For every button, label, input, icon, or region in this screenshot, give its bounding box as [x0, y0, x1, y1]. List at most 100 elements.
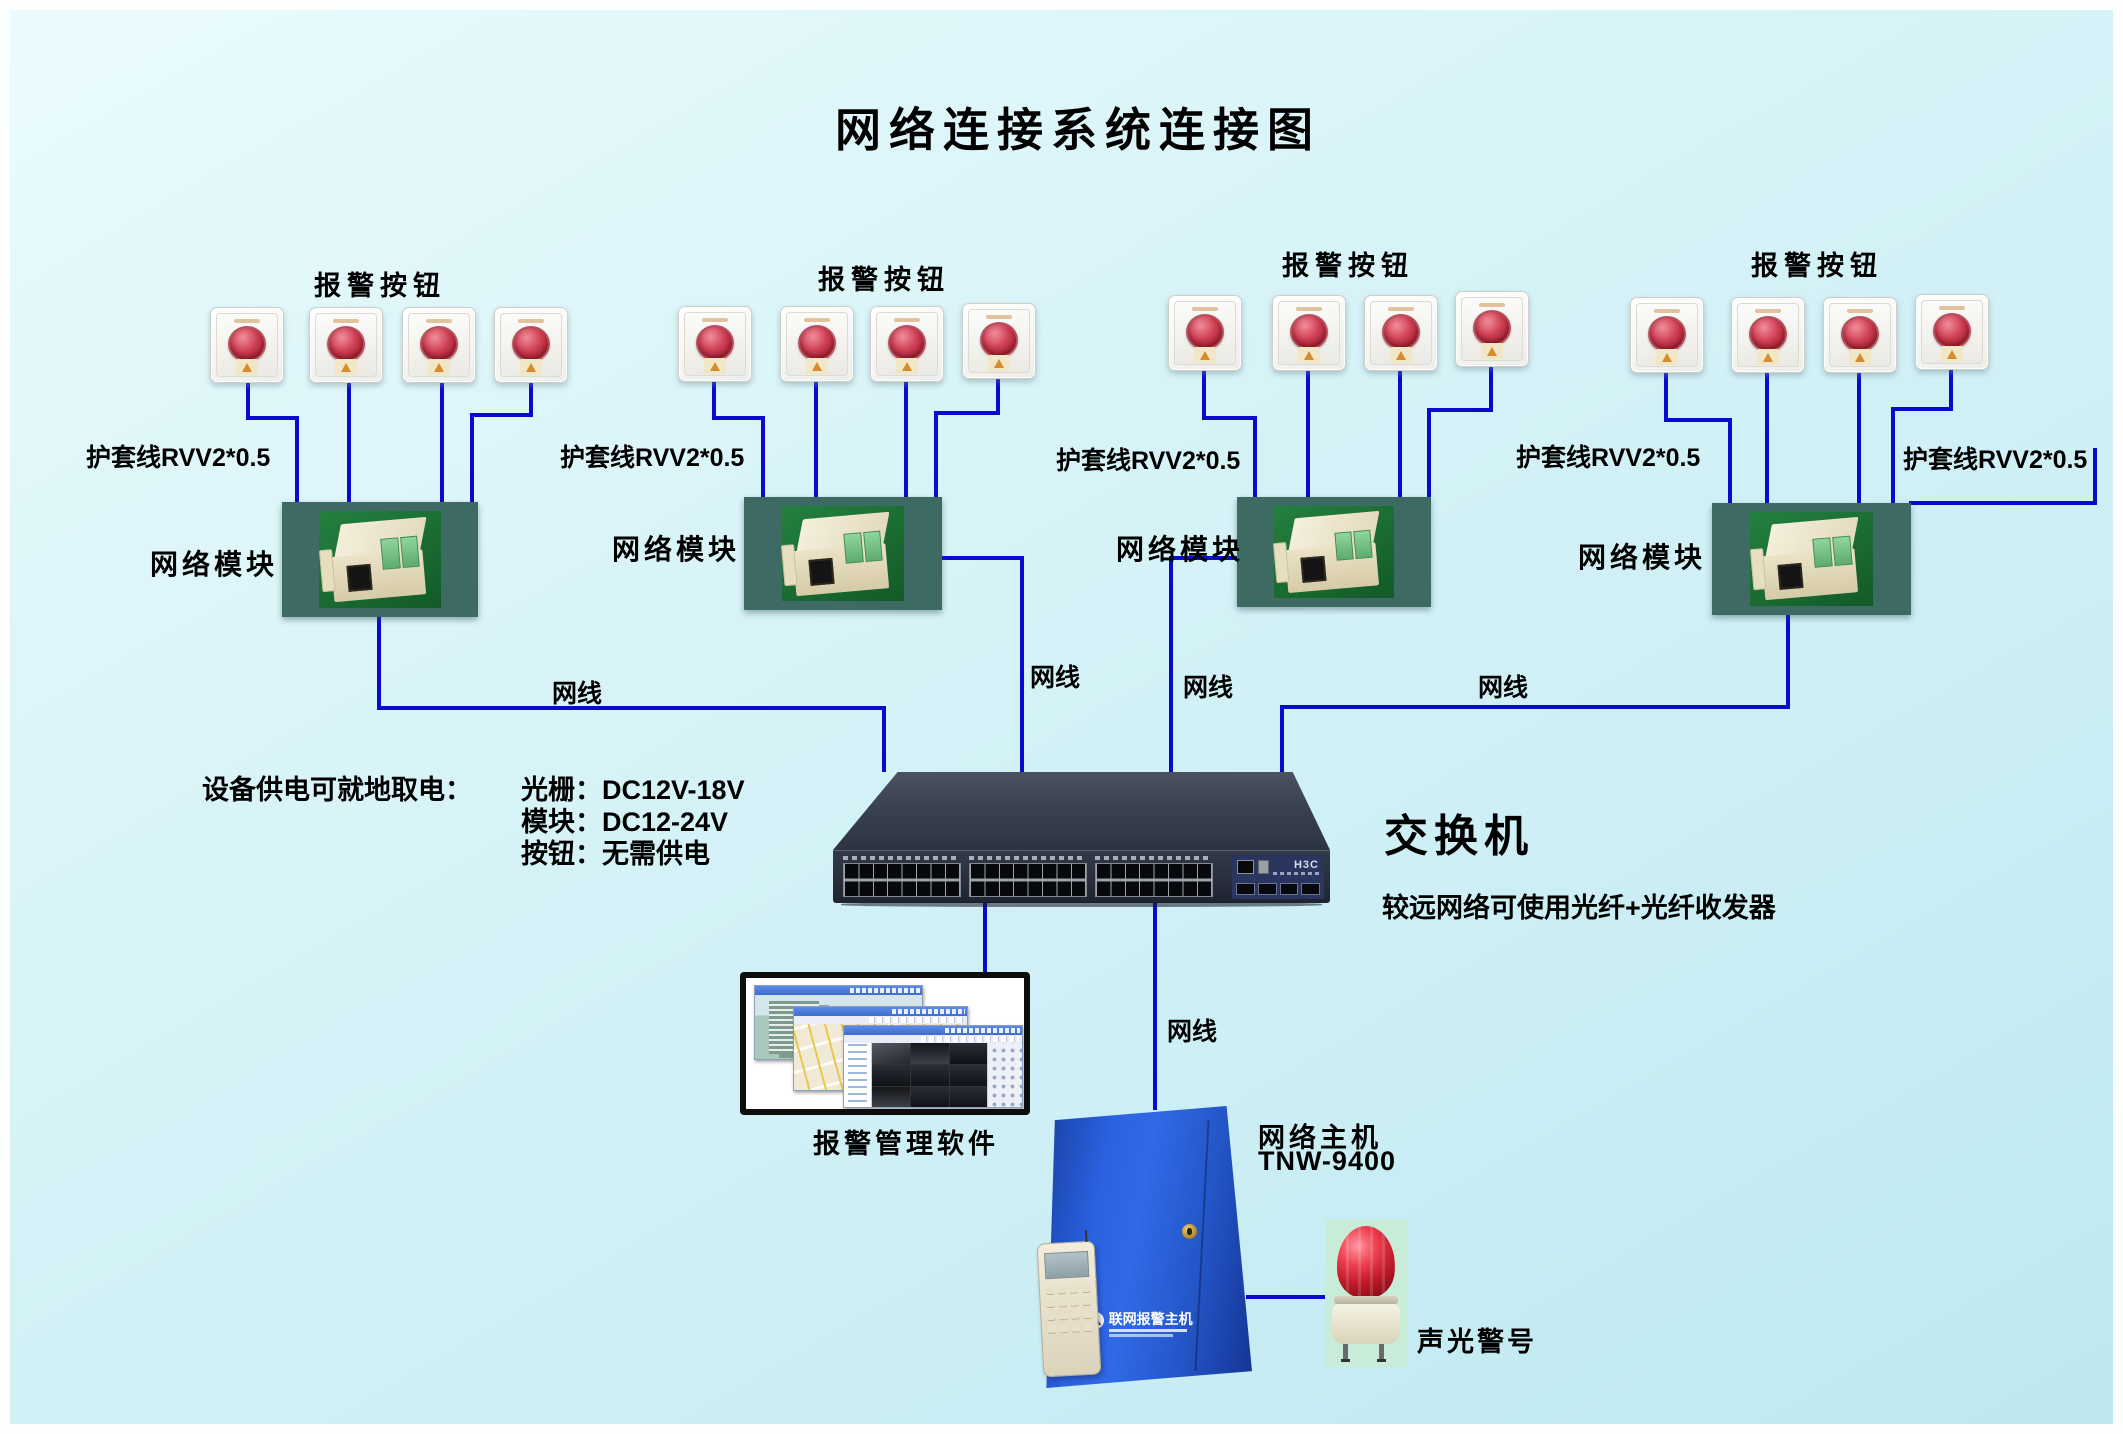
cabinet-door-seam [1194, 1120, 1210, 1371]
brand-mark [426, 319, 452, 323]
panel-sticker [1656, 349, 1678, 365]
alarm-button-panel [1364, 295, 1438, 371]
beacon-screw [1341, 1344, 1350, 1362]
panel-face [1921, 300, 1983, 364]
host-model-label: TNW-9400 [1258, 1146, 1396, 1176]
panel-face [1829, 303, 1891, 367]
switch-uplink-section: H3C [1232, 855, 1324, 899]
ethernet-port [808, 557, 836, 586]
alarm-red-button [327, 326, 365, 362]
alarm-button-panel [1731, 297, 1805, 373]
alarm-red-button [696, 325, 734, 361]
cable-segment [1169, 556, 1241, 560]
alarm-button-panel [870, 306, 944, 382]
cable-segment [1909, 501, 2097, 505]
cable-label-2: 网线 [1030, 664, 1081, 692]
panel-sticker [1941, 346, 1963, 362]
ethernet-port [1777, 563, 1804, 591]
triangle-logo-icon [902, 361, 912, 371]
alarm-red-button [228, 326, 266, 362]
panel-face [1370, 301, 1432, 365]
sheath-label-1: 护套线RVV2*0.5 [86, 444, 271, 472]
ptz-control-panel [987, 1043, 1023, 1108]
panel-sticker [806, 358, 828, 374]
alarm-red-button [1648, 316, 1686, 352]
alarm-red-button [888, 325, 926, 361]
cable-segment [712, 416, 765, 420]
module-label-4: 网络模块 [1578, 542, 1707, 573]
cable-segment [1427, 408, 1431, 499]
camera-tree-panel [844, 1043, 872, 1108]
mount-bracket [318, 549, 336, 593]
brand-mark [234, 319, 260, 323]
power-note-intro: 设备供电可就地取电： [202, 775, 472, 805]
mount-bracket [1273, 542, 1290, 584]
cable-segment [2093, 448, 2097, 505]
panel-sticker [1194, 347, 1216, 363]
panel-sticker [896, 358, 918, 374]
alarm-group-label-3: 报警按钮 [1282, 251, 1414, 281]
software-label: 报警管理软件 [813, 1129, 999, 1159]
alarm-button-panel [494, 307, 568, 383]
brand-mark [1654, 309, 1680, 313]
module-device [781, 509, 898, 597]
alarm-group-label-4: 报警按钮 [1751, 251, 1883, 281]
sheath-label-3: 护套线RVV2*0.5 [1056, 447, 1241, 475]
cable-segment [1020, 556, 1024, 772]
cable-segment [1786, 613, 1790, 709]
brand-mark [804, 318, 830, 322]
sound-light-beacon [1325, 1219, 1407, 1367]
brand-mark [1847, 309, 1873, 313]
cable-segment [1728, 418, 1732, 505]
switch-label: 交换机 [1384, 812, 1534, 861]
cable-segment [1857, 369, 1861, 505]
brand-mark [518, 319, 544, 323]
alarm-button-panel [402, 307, 476, 383]
brand-mark [1939, 306, 1965, 310]
alarm-red-button [1290, 314, 1328, 350]
network-host-cabinet: 联网报警主机 [1036, 1106, 1252, 1388]
cable-segment [1398, 367, 1402, 499]
port-labels [1095, 856, 1211, 860]
cable-segment [440, 379, 444, 504]
camera-grid [871, 1043, 988, 1108]
alarm-button-panel [780, 306, 854, 382]
brand-mark [1296, 307, 1322, 311]
panel-face [876, 312, 938, 376]
triangle-logo-icon [710, 361, 720, 371]
alarm-red-button [1382, 314, 1420, 350]
panel-sticker [1849, 349, 1871, 365]
beacon-collar [1334, 1296, 1398, 1304]
triangle-logo-icon [1487, 346, 1497, 356]
cable-segment [1202, 367, 1206, 420]
network-module-4 [1712, 503, 1911, 615]
module-board [318, 511, 441, 608]
panel-sticker [988, 355, 1010, 371]
host-keypad [1036, 1229, 1102, 1378]
brand-mark [1479, 303, 1505, 307]
host-name-label: 网络主机 [1258, 1123, 1382, 1153]
cable-segment [1664, 369, 1668, 422]
reset-button [1258, 860, 1269, 874]
terminal-block [380, 537, 401, 570]
port-labels [969, 856, 1085, 860]
panel-sticker [1481, 343, 1503, 359]
alarm-button-panel [1455, 291, 1529, 367]
sheath-label-2: 护套线RVV2*0.5 [560, 444, 745, 472]
switch-note: 较远网络可使用光纤+光纤收发器 [1382, 893, 1776, 923]
cable-segment [983, 900, 987, 974]
alarm-group-label-2: 报警按钮 [818, 265, 950, 295]
cable-segment [1280, 705, 1790, 709]
triangle-logo-icon [1947, 349, 1957, 359]
module-label-3: 网络模块 [1116, 534, 1245, 565]
panel-sticker [428, 359, 450, 375]
network-module-3 [1237, 497, 1431, 607]
panel-face [1278, 301, 1340, 365]
triangle-logo-icon [1662, 352, 1672, 362]
beacon-base [1332, 1304, 1400, 1344]
panel-face [1737, 303, 1799, 367]
ethernet-switch: H3C [833, 768, 1330, 908]
port-group [1095, 863, 1213, 897]
brand-mark [894, 318, 920, 322]
